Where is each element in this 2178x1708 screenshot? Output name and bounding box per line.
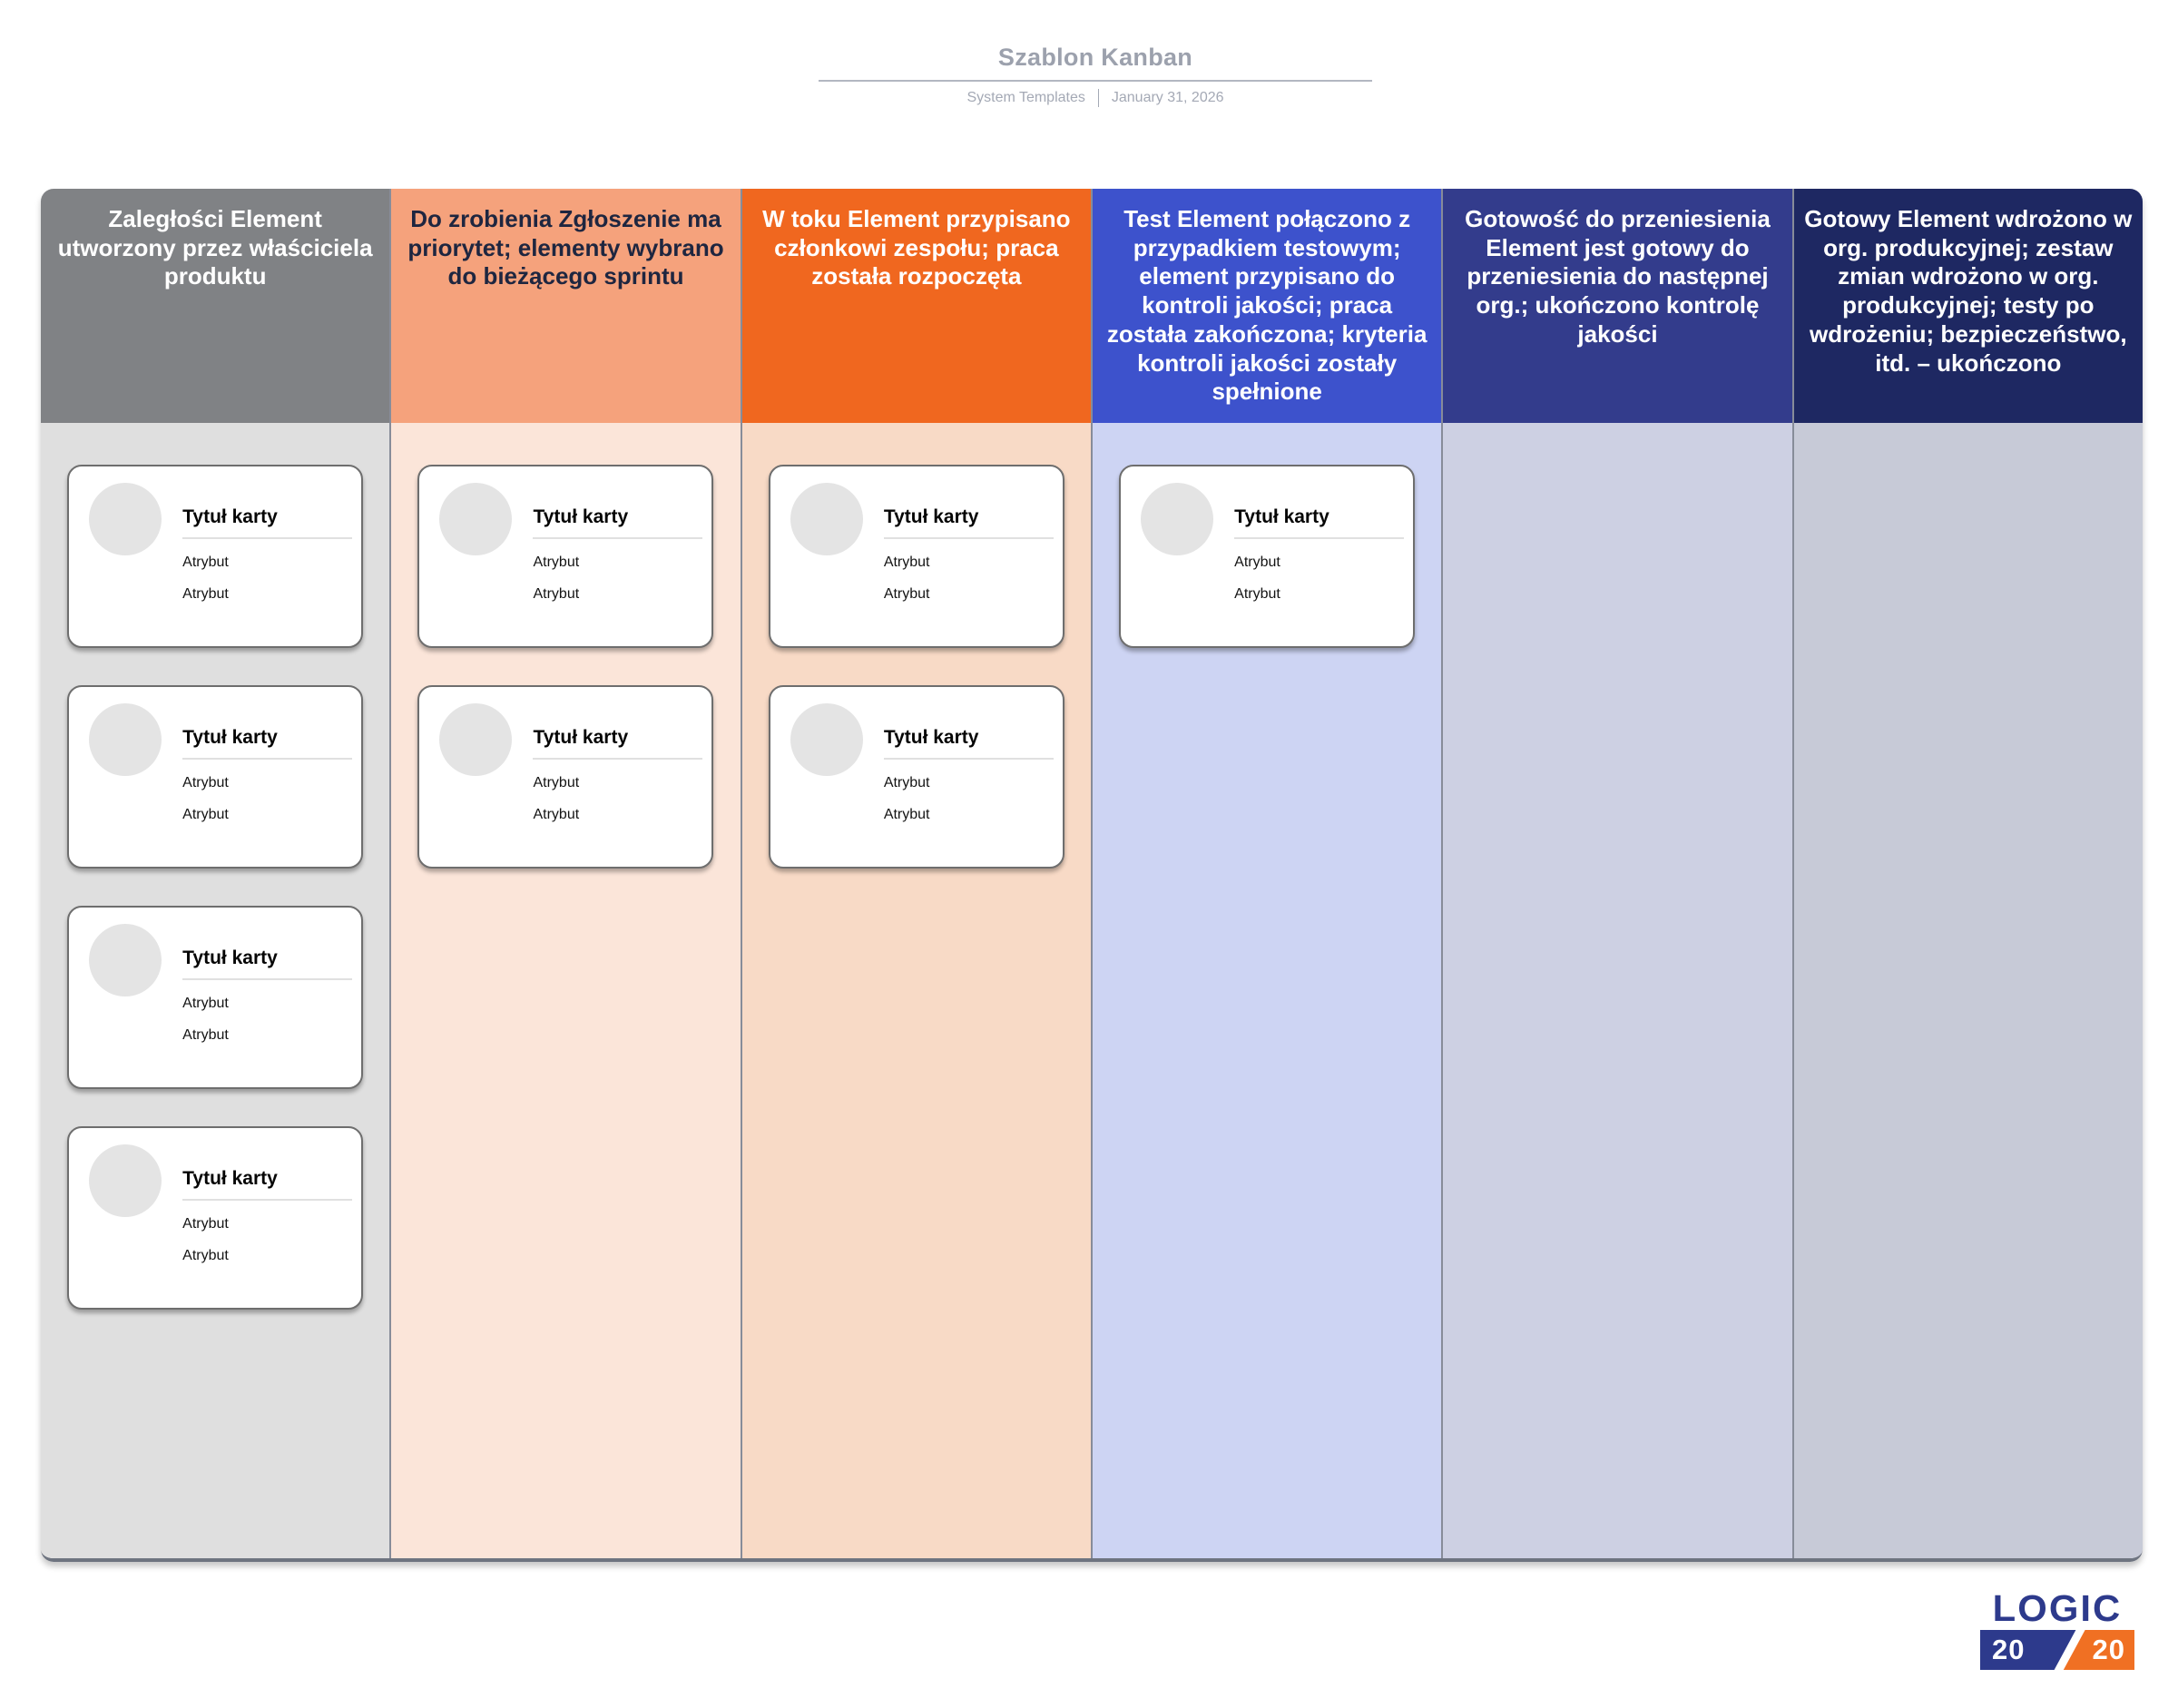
column-body-done bbox=[1793, 423, 2143, 1558]
card-title-divider bbox=[883, 758, 1054, 760]
card-attribute: Atrybut bbox=[182, 775, 229, 790]
card-attribute: Atrybut bbox=[182, 586, 229, 602]
card-title: Tytuł karty bbox=[182, 506, 278, 527]
card-attribute: Atrybut bbox=[533, 807, 580, 822]
card-attribute: Atrybut bbox=[182, 1216, 229, 1232]
logo-banner: 20 20 bbox=[1980, 1630, 2134, 1670]
column-header-backlog: Zaległości Element utworzony przez właśc… bbox=[41, 189, 390, 423]
page-subtitle: System Templates January 31, 2026 bbox=[819, 89, 1372, 107]
subtitle-date: January 31, 2026 bbox=[1111, 90, 1224, 105]
avatar-placeholder bbox=[89, 703, 162, 776]
card-title-divider bbox=[883, 537, 1054, 539]
column-header-test: Test Element połączono z przypadkiem tes… bbox=[1092, 189, 1442, 423]
card-title-divider bbox=[182, 978, 353, 980]
card-attribute: Atrybut bbox=[182, 1027, 229, 1043]
card-attribute: Atrybut bbox=[182, 996, 229, 1011]
page-header: Szablon Kanban System Templates January … bbox=[819, 44, 1372, 107]
card-attribute: Atrybut bbox=[1234, 586, 1280, 602]
card-attribute: Atrybut bbox=[1234, 555, 1280, 570]
column-header-in-progress: W toku Element przypisano członkowi zesp… bbox=[741, 189, 1091, 423]
card-title: Tytuł karty bbox=[883, 506, 979, 527]
kanban-column-backlog: Zaległości Element utworzony przez właśc… bbox=[41, 189, 390, 1558]
card-attribute: Atrybut bbox=[883, 555, 930, 570]
avatar-placeholder bbox=[790, 483, 863, 555]
card-attribute: Atrybut bbox=[883, 775, 930, 790]
card-title: Tytuł karty bbox=[533, 727, 629, 748]
card-attribute: Atrybut bbox=[182, 1248, 229, 1263]
kanban-column-done: Gotowy Element wdrożono w org. produkcyj… bbox=[1791, 189, 2143, 1558]
kanban-column-in-progress: W toku Element przypisano członkowi zesp… bbox=[740, 189, 1091, 1558]
card-title-divider bbox=[182, 1199, 353, 1201]
card-attribute: Atrybut bbox=[533, 555, 580, 570]
card-attribute: Atrybut bbox=[533, 775, 580, 790]
avatar-placeholder bbox=[89, 924, 162, 996]
avatar-placeholder bbox=[89, 1144, 162, 1217]
logo-number-left: 20 bbox=[1992, 1634, 2026, 1665]
card-attribute: Atrybut bbox=[182, 807, 229, 822]
avatar-placeholder bbox=[790, 703, 863, 776]
card-title-divider bbox=[533, 758, 703, 760]
column-header-done: Gotowy Element wdrożono w org. produkcyj… bbox=[1793, 189, 2143, 423]
avatar-placeholder bbox=[439, 483, 513, 555]
kanban-column-todo: Do zrobienia Zgłoszenie ma priorytet; el… bbox=[389, 189, 741, 1558]
logo-wordmark: LOGIC bbox=[1992, 1587, 2123, 1629]
logo-number-right: 20 bbox=[2092, 1634, 2125, 1665]
kanban-board: Zaległości Element utworzony przez właśc… bbox=[41, 189, 2143, 1562]
card-title-divider bbox=[1234, 537, 1405, 539]
card-title-divider bbox=[182, 758, 353, 760]
card-attribute: Atrybut bbox=[883, 807, 930, 822]
column-body-ready-to-promote bbox=[1443, 423, 1792, 1558]
subtitle-source: System Templates bbox=[966, 90, 1085, 105]
title-underline bbox=[819, 80, 1372, 82]
card-title: Tytuł karty bbox=[883, 727, 979, 748]
card-title: Tytuł karty bbox=[182, 727, 278, 748]
card-attribute: Atrybut bbox=[182, 555, 229, 570]
kanban-column-test: Test Element połączono z przypadkiem tes… bbox=[1090, 189, 1442, 1558]
avatar-placeholder bbox=[439, 703, 513, 776]
card-title: Tytuł karty bbox=[182, 947, 278, 968]
card-title-divider bbox=[182, 537, 353, 539]
kanban-column-ready-to-promote: Gotowość do przeniesienia Element jest g… bbox=[1441, 189, 1792, 1558]
logic2020-logo: LOGIC 20 20 bbox=[1980, 1590, 2134, 1670]
column-header-todo: Do zrobienia Zgłoszenie ma priorytet; el… bbox=[391, 189, 741, 423]
column-header-ready-to-promote: Gotowość do przeniesienia Element jest g… bbox=[1443, 189, 1792, 423]
avatar-placeholder bbox=[1141, 483, 1214, 555]
card-title-divider bbox=[533, 537, 703, 539]
card-attribute: Atrybut bbox=[883, 586, 930, 602]
card-title: Tytuł karty bbox=[533, 506, 629, 527]
page-title: Szablon Kanban bbox=[997, 44, 1193, 71]
card-attribute: Atrybut bbox=[533, 586, 580, 602]
card-title: Tytuł karty bbox=[182, 1168, 278, 1189]
card-title: Tytuł karty bbox=[1234, 506, 1329, 527]
logo-banner-blue: 20 bbox=[1980, 1630, 2076, 1670]
avatar-placeholder bbox=[89, 483, 162, 555]
subtitle-divider bbox=[1097, 89, 1099, 107]
